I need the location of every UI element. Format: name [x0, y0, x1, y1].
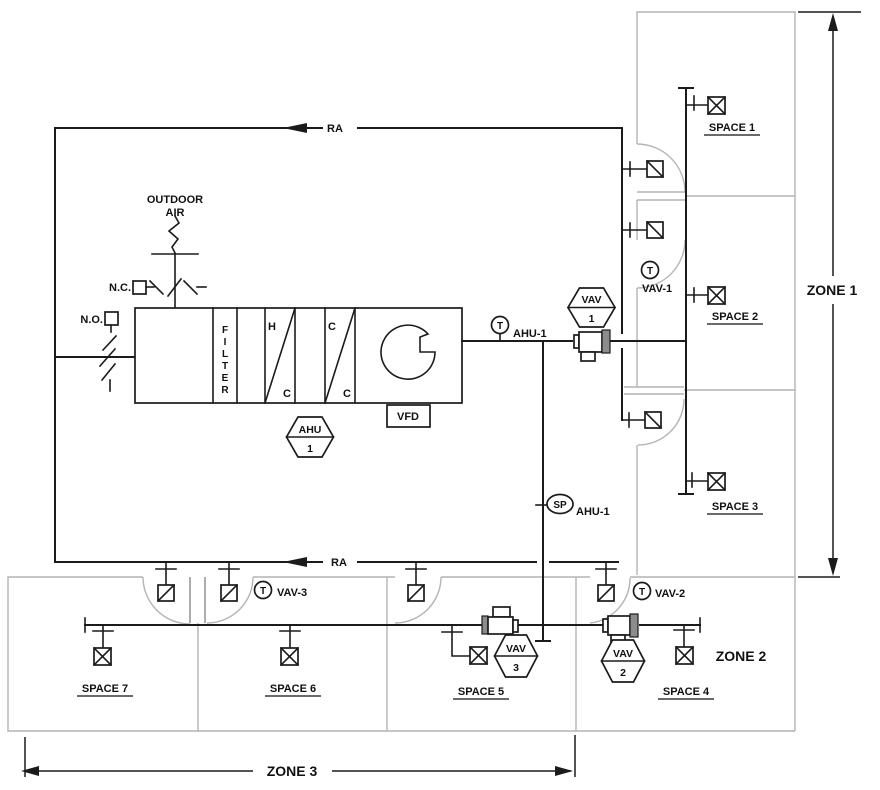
t-ahu1-label: AHU-1	[513, 328, 547, 340]
space-3-label: SPACE 3	[712, 501, 758, 513]
t-vav2-label: VAV-2	[655, 588, 685, 600]
zone2-label: ZONE 2	[716, 648, 767, 664]
svg-text:T: T	[639, 587, 645, 598]
ahu1-equipment-tag: AHU 1	[285, 416, 335, 458]
door-swing-arc	[394, 576, 442, 624]
svg-text:SP: SP	[553, 500, 567, 511]
vav3-box: VAV 3	[481, 606, 539, 678]
heating-coil-h: H	[268, 321, 276, 333]
svg-text:T: T	[222, 361, 228, 372]
svg-text:I: I	[224, 337, 227, 348]
filter-section-label: F I L T E R	[221, 325, 229, 396]
space-7-label: SPACE 7	[82, 683, 128, 695]
svg-text:T: T	[647, 266, 653, 277]
vav3-actuator	[481, 615, 489, 635]
svg-text:2: 2	[620, 667, 626, 679]
space-1-label: SPACE 1	[709, 122, 755, 134]
space-4-label: SPACE 4	[663, 686, 710, 698]
space-5-label: SPACE 5	[458, 686, 504, 698]
cooling-coil-c-bottom: C	[343, 388, 351, 400]
door-swing-arc	[637, 398, 685, 446]
cooling-coil-diagonal	[323, 306, 357, 405]
ra-label-top: RA	[327, 123, 343, 135]
vav1-box: VAV 1	[567, 287, 616, 362]
ra-flow-arrow-top	[283, 123, 307, 133]
t-vav1-sensor: T VAV-1	[640, 260, 672, 295]
outdoor-air-label-2: AIR	[166, 207, 185, 219]
t-vav2-sensor: T VAV-2	[632, 581, 685, 601]
svg-text:1: 1	[307, 443, 313, 455]
t-ahu1-sensor: T AHU-1	[490, 315, 547, 342]
door-swing-arc	[206, 576, 254, 624]
duct-break-symbol	[167, 214, 181, 255]
vav2-box: VAV 2	[600, 613, 646, 683]
space-6-label: SPACE 6	[270, 683, 316, 695]
sp-ahu1-label: AHU-1	[576, 506, 610, 518]
zone1-air-devices	[621, 95, 727, 492]
no-label: N.O.	[80, 314, 103, 326]
outdoor-air-intake	[151, 214, 199, 309]
vav1-actuator	[601, 329, 611, 354]
sp-ahu1-sensor: SP AHU-1	[535, 493, 610, 518]
heating-coil-diagonal	[263, 306, 297, 405]
svg-text:T: T	[497, 321, 503, 332]
zone23-room-walls	[7, 576, 795, 732]
ra-label-bottom: RA	[331, 557, 347, 569]
t-vav3-label: VAV-3	[277, 587, 307, 599]
zone1-label: ZONE 1	[807, 282, 858, 298]
svg-text:VAV: VAV	[506, 643, 526, 655]
return-air-duct	[54, 123, 623, 567]
zone3-dimension: ZONE 3	[21, 735, 576, 779]
space-labels: SPACE 1 SPACE 2 SPACE 3 SPACE 4 SPACE 5 …	[77, 122, 763, 700]
vfd-label: VFD	[397, 411, 419, 423]
svg-text:R: R	[221, 385, 229, 396]
no-damper	[98, 311, 119, 392]
space-2-label: SPACE 2	[712, 311, 758, 323]
door-swing-arc	[636, 143, 686, 193]
svg-text:AHU: AHU	[299, 424, 322, 436]
zone1-room-walls	[624, 11, 796, 731]
ra-flow-arrow-bottom	[283, 557, 307, 567]
t-vav3-sensor: T VAV-3	[253, 580, 307, 600]
nc-label: N.C.	[109, 282, 131, 294]
vav2-actuator	[629, 613, 639, 638]
heating-coil-c: C	[283, 388, 291, 400]
cooling-coil-c-top: C	[328, 321, 336, 333]
door-swing-arc	[142, 576, 191, 625]
door-swing-arc	[636, 239, 686, 289]
damper-actuator	[104, 311, 119, 326]
nc-damper	[132, 277, 207, 298]
zone23-air-devices	[92, 561, 695, 667]
svg-text:1: 1	[589, 313, 595, 325]
svg-text:VAV: VAV	[613, 648, 633, 660]
supply-fan-icon	[380, 324, 436, 380]
svg-text:T: T	[260, 586, 266, 597]
zone1-dimension: ZONE 1	[798, 11, 861, 578]
svg-text:F: F	[222, 325, 228, 336]
damper-actuator	[132, 280, 147, 295]
ahu-casing	[134, 306, 463, 405]
t-vav1-label: VAV-1	[642, 283, 672, 295]
svg-text:3: 3	[513, 662, 519, 674]
supply-duct	[84, 87, 701, 642]
door-swing-arc	[589, 577, 631, 624]
outdoor-air-label-1: OUTDOOR	[147, 194, 203, 206]
svg-text:VAV: VAV	[581, 294, 601, 306]
svg-text:E: E	[222, 373, 229, 384]
zone3-label: ZONE 3	[267, 763, 318, 779]
svg-text:L: L	[222, 349, 228, 360]
vfd-box	[386, 404, 431, 428]
